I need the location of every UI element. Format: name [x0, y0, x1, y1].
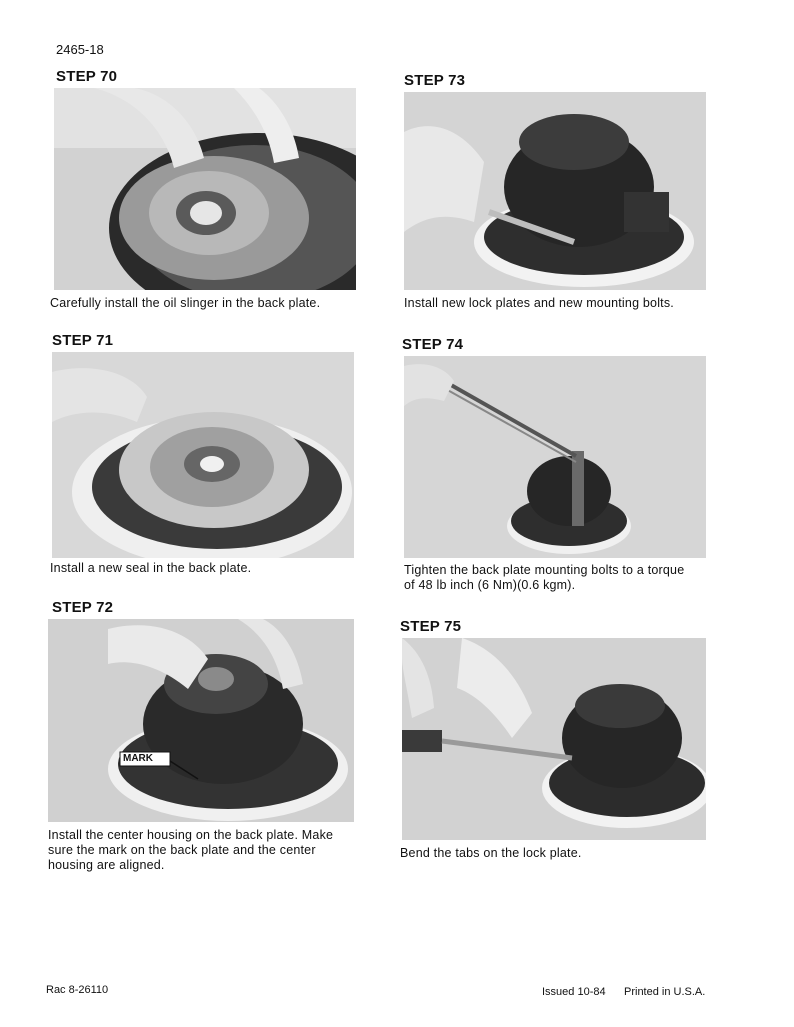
caption-line: Install the center housing on the back p…	[48, 828, 334, 842]
footer-issued: Issued 10-84	[542, 986, 606, 998]
mark-label: MARK	[123, 753, 153, 764]
caption-line: Install new lock plates and new mounting…	[404, 296, 674, 310]
step-70-photo	[54, 88, 356, 290]
step-73-photo	[404, 92, 706, 290]
step-71-photo	[52, 352, 354, 558]
step-71-caption: Install a new seal in the back plate.	[50, 561, 251, 576]
step-74-photo	[404, 356, 706, 558]
caption-line: Tighten the back plate mounting bolts to…	[404, 563, 685, 577]
caption-line: Bend the tabs on the lock plate.	[400, 846, 582, 860]
step-75-photo	[402, 638, 706, 840]
caption-line: sure the mark on the back plate and the …	[48, 843, 316, 857]
footer-doc-code: Rac 8-26110	[46, 984, 109, 996]
step-75-title: STEP 75	[400, 618, 462, 635]
footer-printed: Printed in U.S.A.	[624, 986, 706, 998]
caption-line: Install a new seal in the back plate.	[50, 561, 252, 575]
step-75-caption: Bend the tabs on the lock plate.	[400, 846, 582, 861]
step-72-caption: Install the center housing on the back p…	[48, 828, 333, 873]
step-71-title: STEP 71	[52, 332, 114, 349]
step-72-title: STEP 72	[52, 599, 114, 616]
step-73-caption: Install new lock plates and new mounting…	[404, 296, 674, 311]
caption-line: Carefully install the oil slinger in the…	[50, 296, 321, 310]
step-72-photo: MARK	[48, 619, 354, 822]
page-number: 2465-18	[56, 42, 104, 57]
step-70-title: STEP 70	[56, 68, 118, 85]
step-70-caption: Carefully install the oil slinger in the…	[50, 296, 320, 311]
step-74-caption: Tighten the back plate mounting bolts to…	[404, 563, 684, 593]
step-73-title: STEP 73	[404, 72, 466, 89]
caption-line: of 48 lb inch (6 Nm)(0.6 kgm).	[404, 578, 576, 592]
caption-line: housing are aligned.	[48, 858, 165, 872]
step-74-title: STEP 74	[402, 336, 464, 353]
